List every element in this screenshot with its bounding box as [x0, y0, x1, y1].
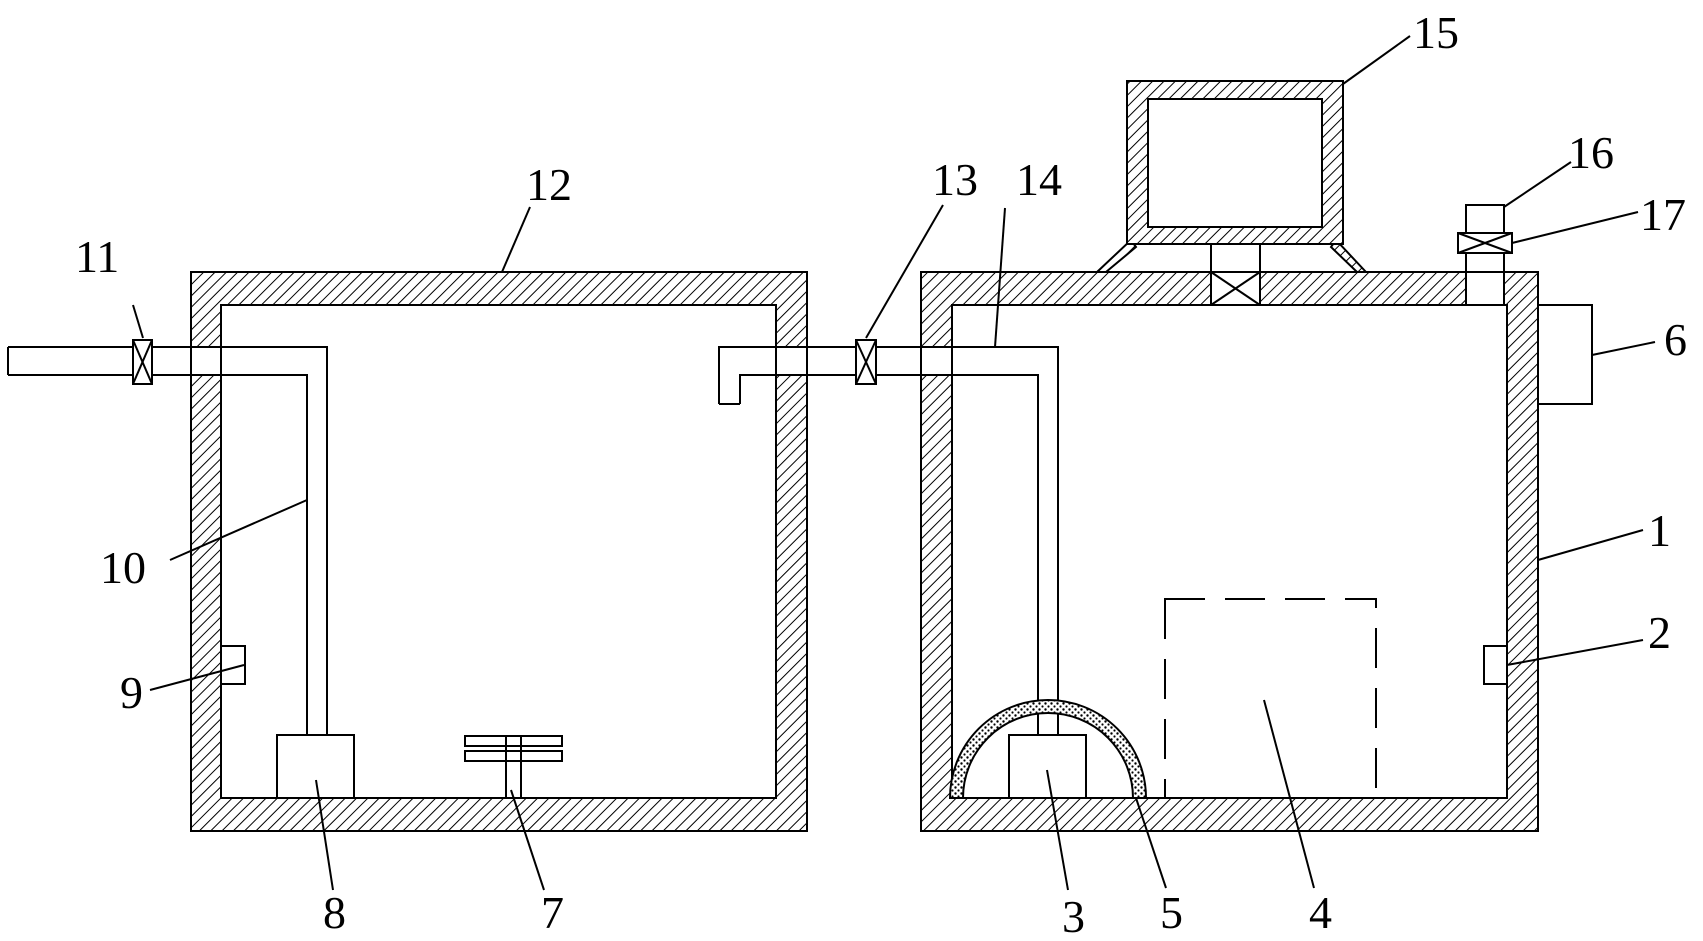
sensor-2 [1483, 645, 1508, 685]
label-15: 15 [1413, 7, 1459, 58]
valve-17 [1457, 232, 1513, 254]
dashed-region-4 [1164, 598, 1377, 799]
label-13: 13 [932, 154, 978, 205]
connecting-pipe [718, 346, 1059, 735]
label-10: 10 [100, 542, 146, 593]
valve-13 [855, 339, 877, 385]
top-unit-15 [1094, 80, 1369, 306]
filter-dome-5 [948, 699, 1148, 799]
outlet-pipe [7, 346, 328, 735]
label-17: 17 [1640, 189, 1686, 240]
vent-16 [1465, 204, 1505, 306]
stirrer-7 [464, 735, 563, 798]
left-tank [190, 271, 808, 832]
labels: 11 12 10 9 8 7 13 14 15 16 17 6 1 2 3 5 … [75, 7, 1687, 941]
label-6: 6 [1664, 314, 1687, 365]
valve-11 [132, 339, 153, 385]
label-1: 1 [1648, 505, 1671, 556]
label-11: 11 [75, 231, 119, 282]
label-4: 4 [1309, 887, 1332, 938]
right-tank [920, 271, 1539, 832]
pump-3 [1008, 734, 1087, 799]
label-12: 12 [526, 159, 572, 210]
label-9: 9 [120, 667, 143, 718]
label-14: 14 [1016, 154, 1062, 205]
pump-8 [276, 734, 355, 799]
label-7: 7 [541, 887, 564, 938]
label-5: 5 [1160, 887, 1183, 938]
sensor-9 [220, 645, 246, 685]
label-16: 16 [1568, 127, 1614, 178]
leader-lines [132, 35, 1656, 891]
label-3: 3 [1062, 891, 1085, 941]
label-8: 8 [323, 887, 346, 938]
box-6 [1537, 304, 1593, 405]
label-2: 2 [1648, 607, 1671, 658]
